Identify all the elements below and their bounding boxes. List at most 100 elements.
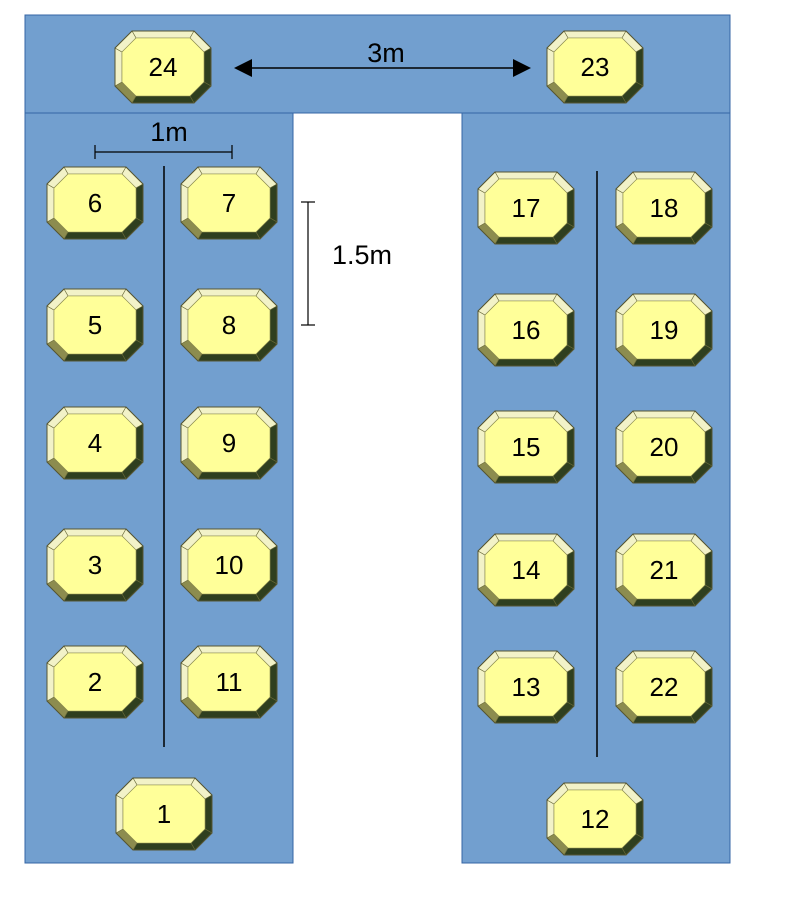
post-outline xyxy=(180,645,278,719)
post-face xyxy=(484,300,568,360)
post-face xyxy=(187,652,271,712)
post-bevel xyxy=(477,550,486,590)
post-bevel xyxy=(632,598,696,607)
post-bevel xyxy=(197,353,261,362)
post-bevel xyxy=(632,410,696,419)
post-bevel xyxy=(269,423,278,463)
post-outline xyxy=(180,166,278,240)
post-outline xyxy=(477,293,575,367)
post-label: 5 xyxy=(88,310,102,340)
post-bevel xyxy=(115,794,124,834)
post-face xyxy=(622,540,706,600)
post-face xyxy=(553,789,637,849)
post-bevel xyxy=(63,288,127,297)
post-bevel xyxy=(632,650,696,659)
post-bevel xyxy=(494,475,558,484)
post-outline xyxy=(546,782,644,856)
post-spacing-x-dimension: 1m xyxy=(94,117,233,159)
post-bevel xyxy=(46,183,55,223)
post-bevel xyxy=(197,471,261,480)
post-bevel xyxy=(63,406,127,415)
post-face xyxy=(484,417,568,477)
post-bevel xyxy=(204,794,213,834)
post-bevel xyxy=(132,842,196,851)
post-bevel xyxy=(135,662,144,702)
post-bevel xyxy=(704,550,713,590)
post-outline xyxy=(46,406,144,480)
post-bevel xyxy=(197,645,261,654)
post-bevel xyxy=(494,598,558,607)
post-bevel xyxy=(494,715,558,724)
post-label: 14 xyxy=(512,555,541,585)
post-bevel xyxy=(566,550,575,590)
post-bevel xyxy=(494,533,558,542)
post-bevel xyxy=(135,305,144,345)
post-outline xyxy=(180,528,278,602)
post-outline xyxy=(615,410,713,484)
post-outline xyxy=(546,30,644,104)
post-face xyxy=(187,535,271,595)
post-label: 19 xyxy=(650,315,679,345)
post-6: 6 xyxy=(46,166,144,240)
post-bevel xyxy=(615,667,624,707)
post-bevel xyxy=(546,799,555,839)
post-label: 1 xyxy=(157,799,171,829)
post-bevel xyxy=(563,95,627,104)
post-face xyxy=(53,652,137,712)
post-face xyxy=(622,300,706,360)
post-bevel xyxy=(566,667,575,707)
post-face xyxy=(622,178,706,238)
post-19: 19 xyxy=(615,293,713,367)
post-label: 3 xyxy=(88,550,102,580)
post-face xyxy=(53,295,137,355)
post-3: 3 xyxy=(46,528,144,602)
post-9: 9 xyxy=(180,406,278,480)
post-15: 15 xyxy=(477,410,575,484)
post-5: 5 xyxy=(46,288,144,362)
horizontal-span-dimension: 3m xyxy=(234,38,531,77)
post-label: 9 xyxy=(222,428,236,458)
horizontal-span-label: 3m xyxy=(367,38,405,68)
post-bevel xyxy=(494,650,558,659)
post-20: 20 xyxy=(615,410,713,484)
post-bevel xyxy=(197,231,261,240)
post-14: 14 xyxy=(477,533,575,607)
post-21: 21 xyxy=(615,533,713,607)
post-face xyxy=(187,173,271,233)
post-bevel xyxy=(704,427,713,467)
post-bevel xyxy=(566,188,575,228)
post-bevel xyxy=(563,30,627,39)
post-bevel xyxy=(269,545,278,585)
post-18: 18 xyxy=(615,171,713,245)
post-outline xyxy=(180,288,278,362)
post-1: 1 xyxy=(115,777,213,851)
post-bevel xyxy=(269,183,278,223)
post-spacing-y-dimension: 1.5m xyxy=(301,201,392,326)
post-outline xyxy=(615,171,713,245)
post-bevel xyxy=(269,305,278,345)
post-bevel xyxy=(63,593,127,602)
post-bevel xyxy=(615,550,624,590)
post-outline xyxy=(477,410,575,484)
post-label: 2 xyxy=(88,667,102,697)
post-bevel xyxy=(63,353,127,362)
post-12: 12 xyxy=(546,782,644,856)
post-bevel xyxy=(63,166,127,175)
post-bevel xyxy=(704,667,713,707)
post-bevel xyxy=(135,183,144,223)
post-bevel xyxy=(197,593,261,602)
post-bevel xyxy=(114,47,123,87)
post-11: 11 xyxy=(180,645,278,719)
post-bevel xyxy=(704,310,713,350)
post-bevel xyxy=(63,710,127,719)
post-face xyxy=(622,657,706,717)
post-bevel xyxy=(135,545,144,585)
post-bevel xyxy=(180,183,189,223)
post-bevel xyxy=(563,782,627,791)
post-bevel xyxy=(197,406,261,415)
post-bevel xyxy=(197,166,261,175)
post-bevel xyxy=(131,30,195,39)
post-bevel xyxy=(632,236,696,245)
